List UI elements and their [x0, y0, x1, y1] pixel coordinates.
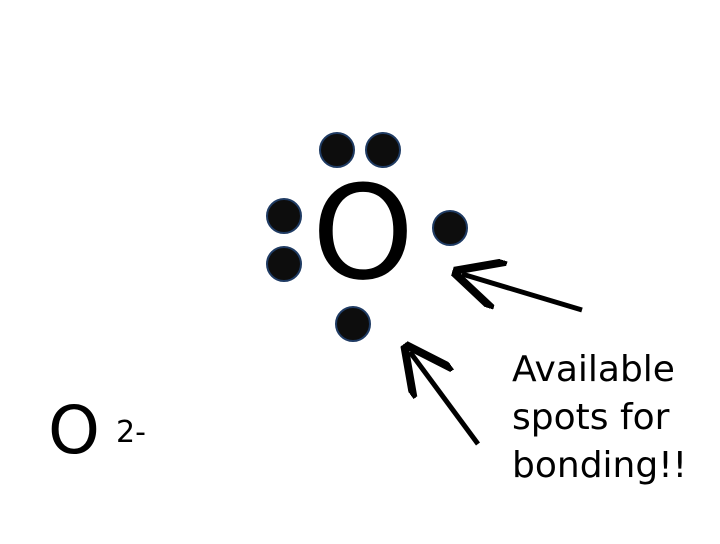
ion-symbol: O	[48, 392, 100, 469]
electron-dot-top-right	[365, 132, 401, 168]
ion-charge: 2-	[116, 415, 146, 450]
annotation-text: Available spots for bonding!!	[512, 349, 688, 486]
element-symbol: O	[312, 157, 414, 309]
arrow-to-bottom-dot	[410, 352, 481, 446]
electron-dots	[266, 132, 468, 342]
electron-dot-top-left	[319, 132, 355, 168]
electron-dot-left-lower	[266, 246, 302, 282]
electron-dot-bottom	[335, 306, 371, 342]
arrow-to-right-dot	[462, 274, 583, 313]
electron-dot-left-upper	[266, 198, 302, 234]
electron-dot-right	[432, 210, 468, 246]
